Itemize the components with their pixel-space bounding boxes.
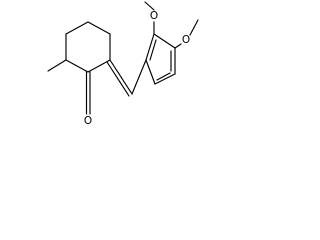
carbonyl-double-bond <box>85 71 91 115</box>
bond-methyl <box>47 59 67 72</box>
bond-o-methyl-right <box>189 19 199 36</box>
bond-exocyclic-1 <box>109 59 133 95</box>
bond-vinyl-aryl <box>131 59 147 95</box>
bond-o-methyl-upper <box>144 1 155 11</box>
bond-aryl-inner-3 <box>156 72 171 81</box>
bond-aryl-c5-c6 <box>145 59 156 85</box>
methoxy-group-right: O <box>174 19 199 49</box>
bond-ring-c2-c3 <box>87 21 111 35</box>
methoxy-oxygen-right-label: O <box>182 34 190 46</box>
methoxy-group-upper: O <box>144 1 158 35</box>
cyclohexanone-ring <box>65 21 111 73</box>
bond-aryl-inner-1 <box>149 39 157 61</box>
ketone-oxygen-label: O <box>84 115 92 127</box>
benzene-ring <box>145 33 176 85</box>
bond-ring-c1-c2 <box>65 21 89 35</box>
bond-aryl-c2-c3 <box>153 33 176 49</box>
bond-aryl-c4-c5 <box>154 73 176 85</box>
methoxy-oxygen-upper-label: O <box>150 10 158 22</box>
bond-aryl-o-right <box>174 43 182 49</box>
bond-ring-c5-c6 <box>65 59 89 73</box>
chemical-structure-diagram: O O O <box>47 1 199 127</box>
bond-ring-c4-c5 <box>87 59 111 73</box>
bond-exocyclic-2 <box>106 61 130 97</box>
bond-aryl-c1-c2 <box>145 33 155 61</box>
exocyclic-double-bond <box>106 59 133 97</box>
